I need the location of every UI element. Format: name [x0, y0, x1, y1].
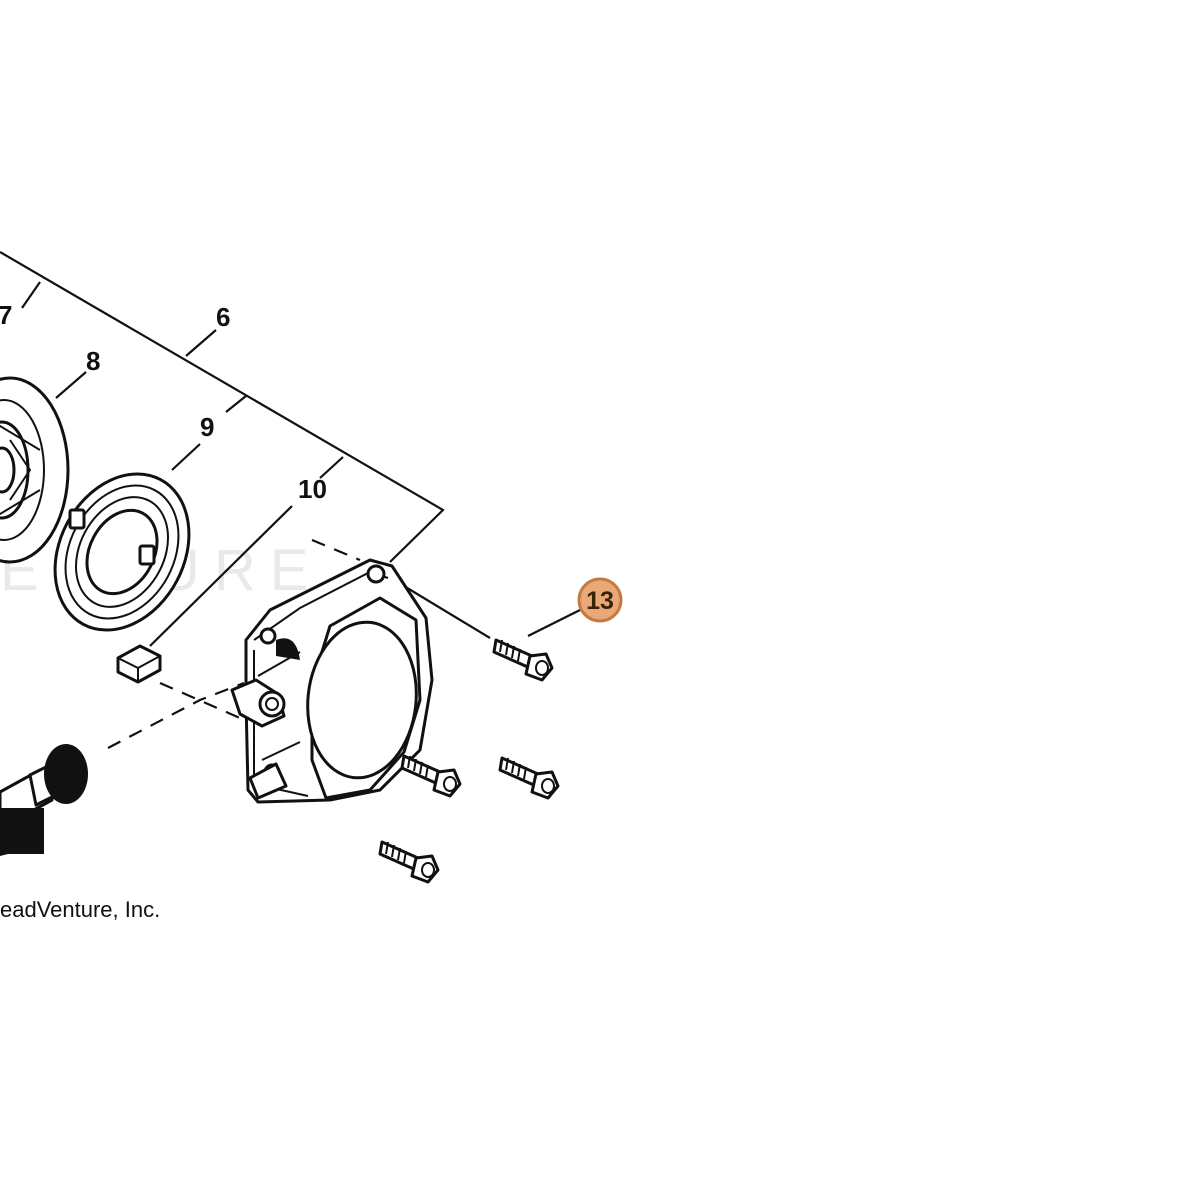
- callout-6[interactable]: 6: [216, 302, 230, 332]
- part-rewind-spring[interactable]: [29, 450, 215, 653]
- callout-8[interactable]: 8: [86, 346, 100, 376]
- part-pulley[interactable]: [0, 376, 70, 564]
- callout-9[interactable]: 9: [200, 412, 214, 442]
- part-grip-bolt[interactable]: [0, 744, 88, 856]
- callout-10[interactable]: 10: [298, 474, 327, 504]
- part-screw-2[interactable]: [400, 754, 462, 798]
- part-screw-1[interactable]: [492, 638, 554, 682]
- callout-7[interactable]: 7: [0, 300, 12, 330]
- part-starter-housing[interactable]: [230, 558, 434, 804]
- callout-13: 13: [586, 587, 614, 615]
- leader-lines: [0, 251, 581, 749]
- part-screw-3[interactable]: [498, 756, 560, 800]
- callout-13-highlight[interactable]: 13: [577, 577, 623, 623]
- copyright-text: eadVenture, Inc.: [0, 897, 160, 922]
- part-nut[interactable]: [116, 644, 162, 684]
- part-screw-4[interactable]: [378, 840, 440, 884]
